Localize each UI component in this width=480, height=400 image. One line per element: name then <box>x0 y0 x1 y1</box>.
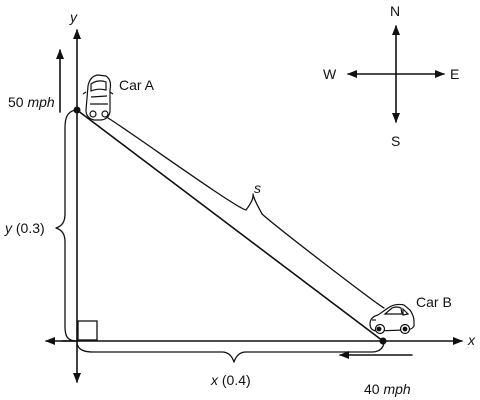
car-a-speed-label: 50 mph <box>8 94 55 110</box>
compass-north-label: N <box>390 3 400 19</box>
car-a-label: Car A <box>119 77 155 93</box>
right-angle-marker <box>77 320 98 341</box>
side-y-brace <box>55 109 76 342</box>
compass-east-label: E <box>450 66 459 82</box>
y-axis-label: y <box>69 9 78 25</box>
compass-south-label: S <box>391 133 400 149</box>
compass-west-label: W <box>323 66 337 82</box>
car-b-speed-label: 40 mph <box>364 381 411 397</box>
compass-rose <box>347 25 445 123</box>
side-x-label: x (0.4) <box>210 372 251 388</box>
side-x-brace <box>76 342 385 363</box>
distance-brace <box>107 117 385 309</box>
distance-line <box>76 109 384 342</box>
x-axis-label: x <box>467 332 476 348</box>
distance-label: s <box>254 180 261 196</box>
car-b-label: Car B <box>416 294 452 310</box>
car-a-point <box>73 106 81 114</box>
car-b-icon <box>369 303 415 335</box>
side-y-label: y (0.3) <box>4 220 45 236</box>
car-a-icon <box>82 74 114 121</box>
car-b-point <box>379 337 387 345</box>
